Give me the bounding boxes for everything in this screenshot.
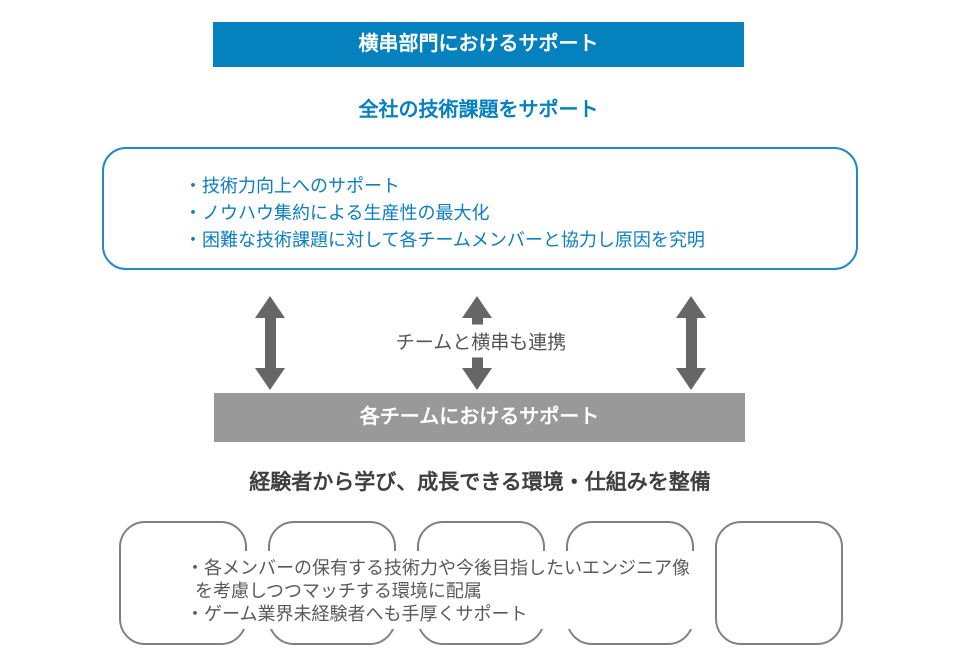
note-line: ・ゲーム業界未経験者へも手厚くサポート: [186, 604, 528, 624]
team-header-bar: 各チームにおけるサポート: [214, 393, 745, 442]
bullet-line: ・技術力向上へのサポート: [184, 176, 400, 196]
arrow-head-down: [676, 368, 706, 390]
note-line-continuation: を考慮しつつマッチする環境に配属: [195, 581, 482, 601]
bullet-line: ・困難な技術課題に対して各チームメンバーと協力し原因を究明: [184, 230, 705, 250]
bullet-line: ・ノウハウ集約による生産性の最大化: [184, 203, 490, 223]
arrow-head-down: [255, 368, 285, 390]
arrow-head-up: [462, 296, 492, 318]
arrow-head-up: [255, 296, 285, 318]
team-subheading: 経験者から学び、成長できる環境・仕組みを整備: [249, 471, 711, 494]
arrow-shaft: [685, 318, 697, 368]
arrow-shaft: [264, 318, 276, 368]
arrow-head-down: [462, 368, 492, 390]
team-notes: ・各メンバーの保有する技術力や今後目指したいエンジニア像 を考慮しつつマッチする…: [178, 551, 712, 629]
double-arrow-left-icon: [255, 296, 285, 390]
connector-label: チームと横串も連携: [385, 324, 577, 358]
double-arrow-right-icon: [676, 296, 706, 390]
arrow-head-up: [676, 296, 706, 318]
cross-division-bullets-box: ・技術力向上へのサポート ・ノウハウ集約による生産性の最大化 ・困難な技術課題に…: [102, 147, 858, 270]
note-line: ・各メンバーの保有する技術力や今後目指したいエンジニア像: [186, 558, 690, 578]
cross-division-header-bar: 横串部門におけるサポート: [213, 22, 744, 67]
team-tile: [715, 521, 843, 645]
cross-division-subheading: 全社の技術課題をサポート: [358, 99, 599, 121]
